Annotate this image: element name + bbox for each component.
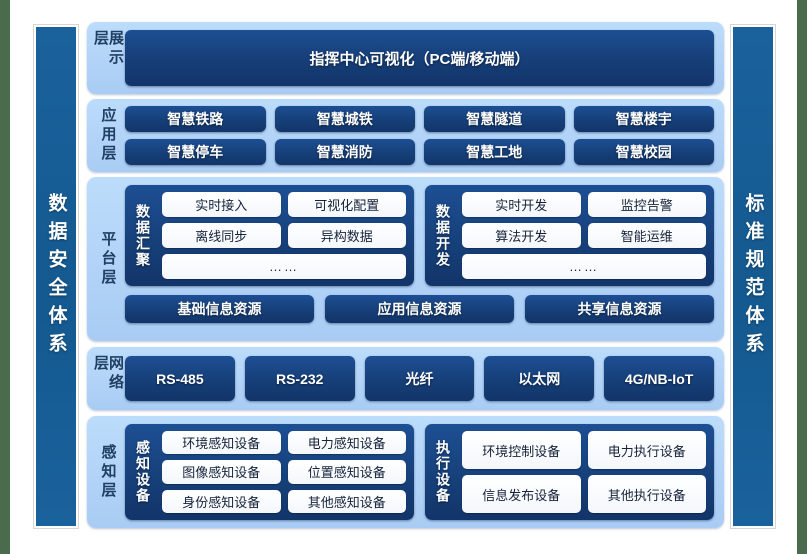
layer-platform-body: 数据汇聚 实时接入 可视化配置 离线同步 异构数据 …… [125,185,714,333]
perception-group-title-sensing: 感知设备 [135,440,151,504]
platform-resources-row: 基础信息资源 应用信息资源 共享信息资源 [125,295,714,323]
app-item-smart-campus[interactable]: 智慧校园 [573,139,714,165]
network-item-ethernet[interactable]: 以太网 [484,356,595,401]
platform-item-realtime-development[interactable]: 实时开发 [462,192,581,217]
platform-item-row: 实时开发 监控告警 [462,192,706,217]
perception-item-row: 图像感知设备 位置感知设备 [162,460,406,484]
network-item-rs485[interactable]: RS-485 [125,356,235,401]
perception-item-identity-sensor[interactable]: 身份感知设备 [162,489,281,513]
layer-platform: 平台层 数据汇聚 实时接入 可视化配置 离线同步 异构数据 [87,177,724,341]
application-row: 智慧停车 智慧消防 智慧工地 智慧校园 [125,139,714,165]
layer-network-body: RS-485 RS-232 光纤 以太网 4G/NB-IoT [125,356,714,401]
app-item-smart-construction-site[interactable]: 智慧工地 [424,139,565,165]
pillar-right-label: 标准规范体系 [742,192,764,361]
perception-item-row: 身份感知设备 其他感知设备 [162,489,406,513]
platform-item-row: 算法开发 智能运维 [462,223,706,248]
platform-item-more-development[interactable]: …… [462,254,706,279]
network-item-4g-nbiot[interactable]: 4G/NB-IoT [604,356,714,401]
app-item-smart-railway[interactable]: 智慧铁路 [125,106,266,132]
layer-perception: 感知层 感知设备 环境感知设备 电力感知设备 图像感知设备 位置感知设备 [87,416,724,528]
app-item-smart-urban-rail[interactable]: 智慧城铁 [274,106,415,132]
platform-item-offline-sync[interactable]: 离线同步 [162,223,281,248]
platform-group-items: 实时开发 监控告警 算法开发 智能运维 …… [456,192,706,279]
platform-item-row: 实时接入 可视化配置 [162,192,406,217]
platform-item-heterogeneous-data[interactable]: 异构数据 [287,223,406,248]
platform-group-items: 实时接入 可视化配置 离线同步 异构数据 …… [156,192,406,279]
platform-item-algorithm-development[interactable]: 算法开发 [462,223,581,248]
platform-item-realtime-ingest[interactable]: 实时接入 [162,192,281,217]
resource-basic-information[interactable]: 基础信息资源 [125,295,314,323]
app-item-smart-firefighting[interactable]: 智慧消防 [274,139,415,165]
platform-item-row: 离线同步 异构数据 [162,223,406,248]
resource-shared-information[interactable]: 共享信息资源 [525,295,714,323]
network-items-row: RS-485 RS-232 光纤 以太网 4G/NB-IoT [125,356,714,401]
layer-platform-label: 平台层 [99,230,117,288]
platform-item-visual-config[interactable]: 可视化配置 [287,192,406,217]
layer-application-label: 应用层 [99,107,117,164]
layer-display-body: 指挥中心可视化（PC端/移动端） [125,30,714,86]
app-item-smart-parking[interactable]: 智慧停车 [125,139,266,165]
perception-item-location-sensor[interactable]: 位置感知设备 [287,460,406,484]
pillar-data-security: 数据安全体系 [34,25,78,528]
display-banner[interactable]: 指挥中心可视化（PC端/移动端） [125,30,714,86]
application-row: 智慧铁路 智慧城铁 智慧隧道 智慧楼宇 [125,106,714,132]
app-item-smart-building[interactable]: 智慧楼宇 [573,106,714,132]
platform-group-title-data-aggregation: 数据汇聚 [135,203,151,268]
perception-groups: 感知设备 环境感知设备 电力感知设备 图像感知设备 位置感知设备 身份感知设备 [125,424,714,520]
perception-item-row: 环境控制设备 电力执行设备 [462,431,706,469]
perception-item-row: 环境感知设备 电力感知设备 [162,431,406,455]
network-item-fiber[interactable]: 光纤 [364,356,475,401]
network-item-rs232[interactable]: RS-232 [244,356,355,401]
platform-item-more-aggregation[interactable]: …… [162,254,406,279]
perception-item-environment-sensor[interactable]: 环境感知设备 [162,431,281,455]
layer-application: 应用层 智慧铁路 智慧城铁 智慧隧道 智慧楼宇 智慧停车 智慧消防 智慧工地 智… [87,99,724,172]
actuator-item-information-release[interactable]: 信息发布设备 [462,475,581,513]
actuator-item-other-actuator[interactable]: 其他执行设备 [587,475,706,513]
layer-display-label: 展示层 [92,30,124,68]
pillar-left-label: 数据安全体系 [45,192,67,361]
perception-item-row: 信息发布设备 其他执行设备 [462,475,706,513]
resource-application-information[interactable]: 应用信息资源 [325,295,514,323]
platform-item-monitoring-alarm[interactable]: 监控告警 [587,192,706,217]
pillar-standards: 标准规范体系 [731,25,775,528]
perception-group-title-actuator: 执行设备 [435,440,451,504]
platform-groups: 数据汇聚 实时接入 可视化配置 离线同步 异构数据 …… [125,185,714,286]
perception-item-power-sensor[interactable]: 电力感知设备 [287,431,406,455]
actuator-item-environment-control[interactable]: 环境控制设备 [462,431,581,469]
perception-group-actuator-devices: 执行设备 环境控制设备 电力执行设备 信息发布设备 其他执行设备 [425,424,714,520]
layer-perception-body: 感知设备 环境感知设备 电力感知设备 图像感知设备 位置感知设备 身份感知设备 [125,424,714,520]
perception-group-items: 环境控制设备 电力执行设备 信息发布设备 其他执行设备 [456,431,706,513]
layer-perception-label: 感知层 [99,443,117,501]
layer-network-label: 网络层 [92,355,124,393]
platform-item-row: …… [162,254,406,279]
actuator-item-power-actuator[interactable]: 电力执行设备 [587,431,706,469]
layer-application-body: 智慧铁路 智慧城铁 智慧隧道 智慧楼宇 智慧停车 智慧消防 智慧工地 智慧校园 [125,106,714,165]
diagram-canvas: 数据安全体系 标准规范体系 展示层 指挥中心可视化（PC端/移动端） 应用层 智… [10,0,797,554]
platform-group-data-development: 数据开发 实时开发 监控告警 算法开发 智能运维 …… [425,185,714,286]
app-item-smart-tunnel[interactable]: 智慧隧道 [424,106,565,132]
layer-network: 网络层 RS-485 RS-232 光纤 以太网 4G/NB-IoT [87,347,724,410]
perception-item-other-sensor[interactable]: 其他感知设备 [287,489,406,513]
perception-item-image-sensor[interactable]: 图像感知设备 [162,460,281,484]
platform-item-row: …… [462,254,706,279]
platform-group-title-data-development: 数据开发 [435,203,451,268]
perception-group-items: 环境感知设备 电力感知设备 图像感知设备 位置感知设备 身份感知设备 其他感知设… [156,431,406,513]
platform-group-data-aggregation: 数据汇聚 实时接入 可视化配置 离线同步 异构数据 …… [125,185,414,286]
platform-item-intelligent-ops[interactable]: 智能运维 [587,223,706,248]
perception-group-sensing-devices: 感知设备 环境感知设备 电力感知设备 图像感知设备 位置感知设备 身份感知设备 [125,424,414,520]
layer-display: 展示层 指挥中心可视化（PC端/移动端） [87,22,724,94]
